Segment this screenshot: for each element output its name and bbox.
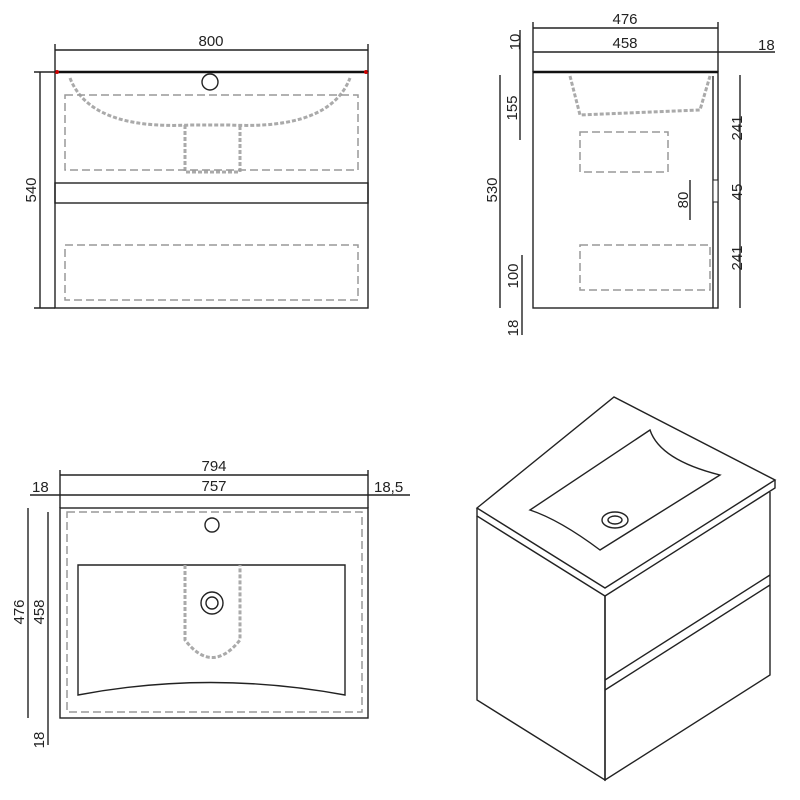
- dim-back-18: 18: [758, 37, 775, 54]
- dim-depth-458: 458: [612, 35, 637, 52]
- dim-bottom-18: 18: [505, 320, 522, 337]
- dim-depth-458: 458: [31, 599, 48, 624]
- dim-gap-45: 45: [729, 184, 746, 201]
- dim-basin-155: 155: [504, 95, 521, 120]
- dim-left-18: 18: [32, 479, 49, 496]
- dim-width-800: 800: [198, 33, 223, 50]
- dim-top-10: 10: [507, 34, 524, 51]
- dim-height-530: 530: [484, 177, 501, 202]
- top-view: 794 757 18 18,5 476 458 18: [11, 458, 410, 748]
- dim-height-540: 540: [23, 177, 40, 202]
- dim-plinth-100: 100: [505, 263, 522, 288]
- dim-right-18-5: 18,5: [374, 479, 403, 496]
- dim-handle-80: 80: [675, 192, 692, 209]
- dim-drawer-upper-241: 241: [729, 115, 746, 140]
- front-view: 800 540: [23, 33, 369, 309]
- dim-bottom-18: 18: [31, 732, 48, 749]
- dim-depth-476: 476: [612, 11, 637, 28]
- dim-drawer-lower-241: 241: [729, 245, 746, 270]
- dim-width-794: 794: [201, 458, 226, 475]
- isometric-view: [475, 396, 777, 782]
- dim-depth-476: 476: [11, 599, 28, 624]
- dim-width-757: 757: [201, 478, 226, 495]
- side-view: 476 458 18 10 155 530 100 18 241 45 241 …: [484, 11, 775, 336]
